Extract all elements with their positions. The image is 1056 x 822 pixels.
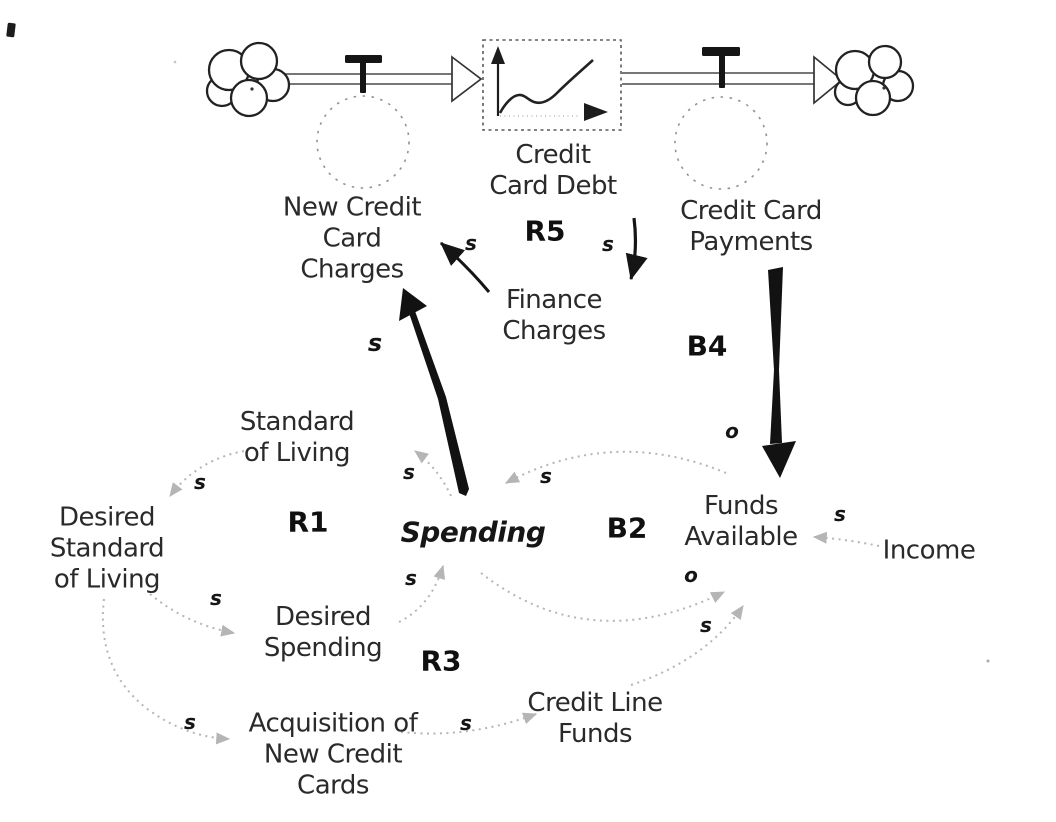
node-acquisition-of-new-credit-cards: Acquisition of New Credit Cards bbox=[248, 708, 418, 801]
polarity-s-finance-to-charges: s bbox=[465, 231, 477, 255]
scan-speck bbox=[173, 60, 177, 64]
payments-to-funds-arrow bbox=[762, 267, 796, 478]
node-finance-charges: Finance Charges bbox=[502, 285, 606, 346]
polarity-s-desired-standard-to-desired-spending: s bbox=[210, 586, 222, 610]
loop-label-b2: B2 bbox=[606, 511, 648, 545]
scan-speck bbox=[6, 22, 16, 38]
polarity-s-debt-to-finance: s bbox=[602, 232, 614, 256]
node-spending: Spending bbox=[400, 515, 546, 549]
arc-acquisition-to-credit-line bbox=[400, 712, 538, 735]
node-new-credit-card-charges: New Credit Card Charges bbox=[282, 192, 422, 285]
inflow-pipe bbox=[276, 55, 483, 103]
polarity-s-desired-spending-to-spending: s bbox=[405, 566, 417, 590]
polarity-o-spending-to-funds: o bbox=[684, 563, 698, 587]
arc-desired-standard-to-acquisition bbox=[101, 598, 231, 745]
polarity-s-standard-to-desired-standard: s bbox=[194, 470, 206, 494]
arc-desired-standard-to-desired-spending bbox=[149, 593, 236, 637]
scan-speck bbox=[986, 659, 990, 663]
polarity-s-income-to-funds: s bbox=[834, 502, 846, 526]
polarity-s-credit-line-to-funds: s bbox=[700, 613, 712, 637]
arc-desired-spending-to-spending bbox=[398, 564, 446, 623]
sink-cloud-icon bbox=[833, 44, 915, 117]
causal-loop-arcs bbox=[101, 450, 880, 745]
spending-to-charges-arrow bbox=[399, 288, 469, 496]
node-funds-available: Funds Available bbox=[684, 491, 798, 552]
arc-income-to-funds bbox=[812, 531, 880, 547]
outflow-pipe bbox=[622, 55, 844, 105]
polarity-s-spending-to-standard: s bbox=[403, 460, 415, 484]
polarity-s-funds-to-spending: s bbox=[540, 464, 552, 488]
node-credit-card-payments: Credit Card Payments bbox=[680, 196, 822, 257]
node-credit-line-funds: Credit Line Funds bbox=[527, 688, 663, 749]
credit-card-debt-stock bbox=[482, 39, 622, 131]
polarity-s-spending-to-charges: s bbox=[367, 329, 383, 357]
arc-spending-to-standard bbox=[414, 450, 452, 497]
inflow-arrowhead bbox=[451, 55, 483, 103]
polarity-s-acquisition-to-credit-line: s bbox=[460, 711, 472, 735]
arc-funds-to-spending bbox=[504, 450, 727, 484]
polarity-o-payments-to-funds: o bbox=[725, 419, 739, 443]
outflow-converter-circle bbox=[674, 96, 768, 190]
loop-label-r3: R3 bbox=[420, 644, 462, 678]
loop-label-b4: B4 bbox=[686, 329, 728, 363]
inflow-valve-icon bbox=[345, 55, 382, 93]
inflow-converter-circle bbox=[316, 95, 410, 189]
debt-growth-sparkline bbox=[491, 46, 608, 121]
polarity-s-to-acquisition: s bbox=[184, 710, 196, 734]
arc-spending-to-funds bbox=[480, 572, 726, 622]
node-credit-card-debt: Credit Card Debt bbox=[489, 140, 617, 201]
loop-label-r5: R5 bbox=[524, 214, 566, 248]
finance-to-charges-arrow bbox=[440, 241, 491, 293]
source-cloud-icon bbox=[205, 41, 291, 118]
arc-credit-line-to-funds bbox=[630, 605, 744, 686]
arc-standard-to-desired-standard bbox=[169, 450, 245, 497]
node-desired-spending: Desired Spending bbox=[263, 602, 383, 663]
debt-to-finance-arrow bbox=[625, 217, 648, 281]
node-desired-standard-of-living: Desired Standard of Living bbox=[49, 502, 165, 595]
node-standard-of-living: Standard of Living bbox=[239, 407, 355, 468]
outflow-valve-icon bbox=[702, 47, 740, 88]
node-income: Income bbox=[882, 535, 976, 566]
outflow-arrowhead bbox=[813, 55, 844, 105]
loop-label-r1: R1 bbox=[287, 505, 329, 539]
